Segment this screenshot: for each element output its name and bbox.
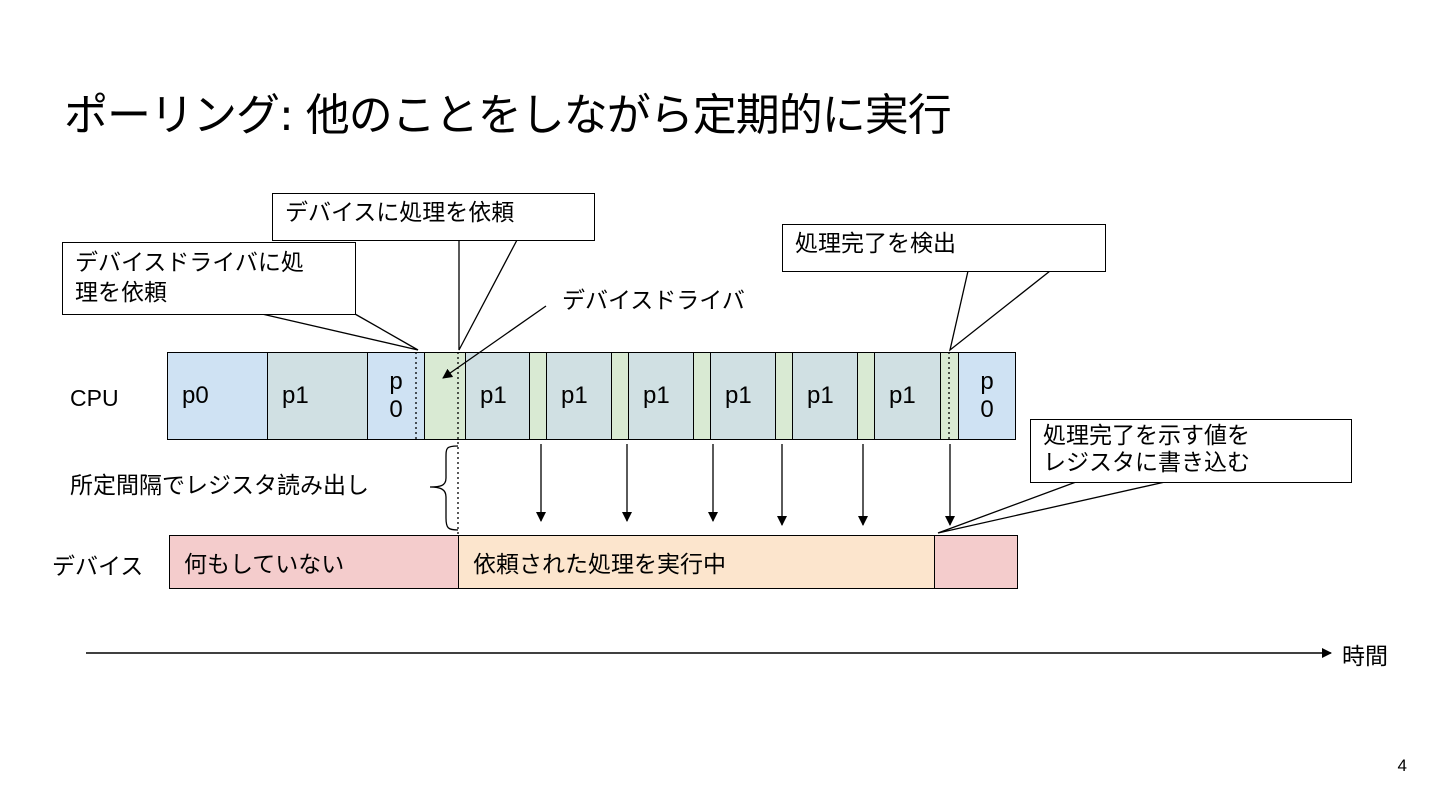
cpu-cell-label: p1 <box>643 382 670 409</box>
cpu-label: CPU <box>70 385 119 411</box>
cpu-cell-p1: p1 <box>465 352 530 440</box>
cpu-cell-label: p1 <box>807 382 834 409</box>
device-state-idle: 何もしていない <box>169 535 459 589</box>
callout-detect-done: 処理完了を検出 <box>782 224 1106 272</box>
device-state-busy: 依頼された処理を実行中 <box>458 535 935 589</box>
cpu-cell-p1: p1 <box>874 352 941 440</box>
callout-text: レジスタに書き込む <box>1043 450 1250 476</box>
callout-write-register: 処理完了を示す値を レジスタに書き込む <box>1030 419 1352 483</box>
device-state-idle-end <box>934 535 1018 589</box>
cpu-cell-label-part: 0 <box>980 396 994 423</box>
cpu-cell-label: p1 <box>561 382 588 409</box>
device-label: デバイス <box>52 554 144 580</box>
device-state-label: 依頼された処理を実行中 <box>473 552 726 578</box>
cpu-cell-p1: p1 <box>710 352 776 440</box>
callout-device-request: デバイスに処理を依頼 <box>272 193 595 241</box>
callout-text: デバイスに処理を依頼 <box>285 200 515 226</box>
cpu-cell-label: p0 <box>182 382 209 409</box>
callout-text: 処理完了を示す値を <box>1043 423 1250 449</box>
cpu-cell-label-part: p <box>389 368 403 395</box>
page-number: 4 <box>1397 756 1407 775</box>
polling-label: 所定間隔でレジスタ読み出し <box>70 473 369 499</box>
cpu-cell-label: p1 <box>480 382 507 409</box>
cpu-cell-p1: p1 <box>792 352 858 440</box>
slide-title: ポーリング: 他のことをしながら定期的に実行 <box>64 90 952 141</box>
time-axis-label: 時間 <box>1342 644 1388 670</box>
cpu-cell-p1: p1 <box>546 352 612 440</box>
cpu-cell-p1: p1 <box>267 352 368 440</box>
device-state-label: 何もしていない <box>184 552 345 578</box>
cpu-cell-label-part: 0 <box>389 396 403 423</box>
callout-driver-request: デバイスドライバに処 理を依頼 <box>62 242 356 315</box>
cpu-cell-p1: p1 <box>628 352 694 440</box>
callout-text: デバイスドライバに処 <box>75 250 304 276</box>
device-driver-label: デバイスドライバ <box>562 288 745 314</box>
callout-text: 処理完了を検出 <box>795 231 956 257</box>
cpu-cell-label-part: p <box>980 368 994 395</box>
cpu-cell-label: p1 <box>725 382 752 409</box>
callout-text: 理を依頼 <box>75 280 167 306</box>
cpu-cell-p0: p0 <box>167 352 268 440</box>
cpu-cell-label: p1 <box>282 382 309 409</box>
cpu-cell-label: p1 <box>889 382 916 409</box>
